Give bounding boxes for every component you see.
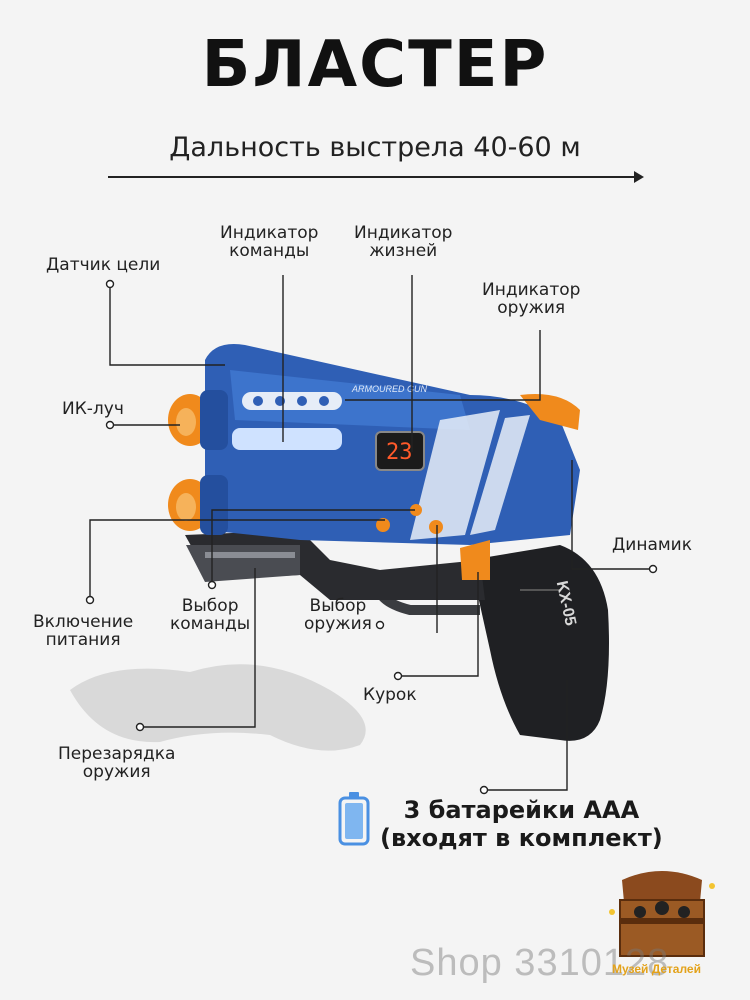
gun-body [168, 344, 609, 741]
label-ir-beam: ИК-луч [62, 399, 124, 419]
callout-lines [89, 275, 653, 791]
label-weapon-indicator: Индикатор оружия [482, 280, 581, 318]
battery-info: 3 батарейки AAA (входят в комплект) [380, 796, 663, 852]
battery-line-1: 3 батарейки AAA [403, 796, 640, 824]
label-team-select: Выбор команды [170, 596, 251, 634]
callout-dots [85, 279, 658, 795]
range-arrow [108, 171, 644, 183]
gun-top-label: ARMOURED GUN [351, 384, 428, 394]
label-reload: Перезарядка оружия [58, 744, 176, 782]
gun-display-value: 23 [386, 440, 413, 465]
battery-icon [338, 792, 370, 846]
logo-text: Музей Деталей [612, 962, 701, 976]
label-team-indicator: Индикатор команды [220, 223, 319, 261]
gun-shadow [70, 664, 366, 751]
page-title: БЛАСТЕР [201, 28, 549, 102]
shop-watermark: Shop 3310128 [410, 942, 670, 984]
label-life-indicator: Индикатор жизней [354, 223, 453, 261]
battery-line-2: (входят в комплект) [380, 824, 663, 852]
label-target-sensor: Датчик цели [46, 255, 161, 275]
range-subtitle: Дальность выстрела 40-60 м [169, 132, 581, 163]
treasure-chest-icon [609, 871, 715, 957]
label-speaker: Динамик [612, 535, 693, 555]
label-weapon-select: Выбор оружия [304, 596, 372, 634]
label-power-switch: Включение питания [33, 612, 134, 650]
label-trigger: Курок [363, 685, 417, 705]
